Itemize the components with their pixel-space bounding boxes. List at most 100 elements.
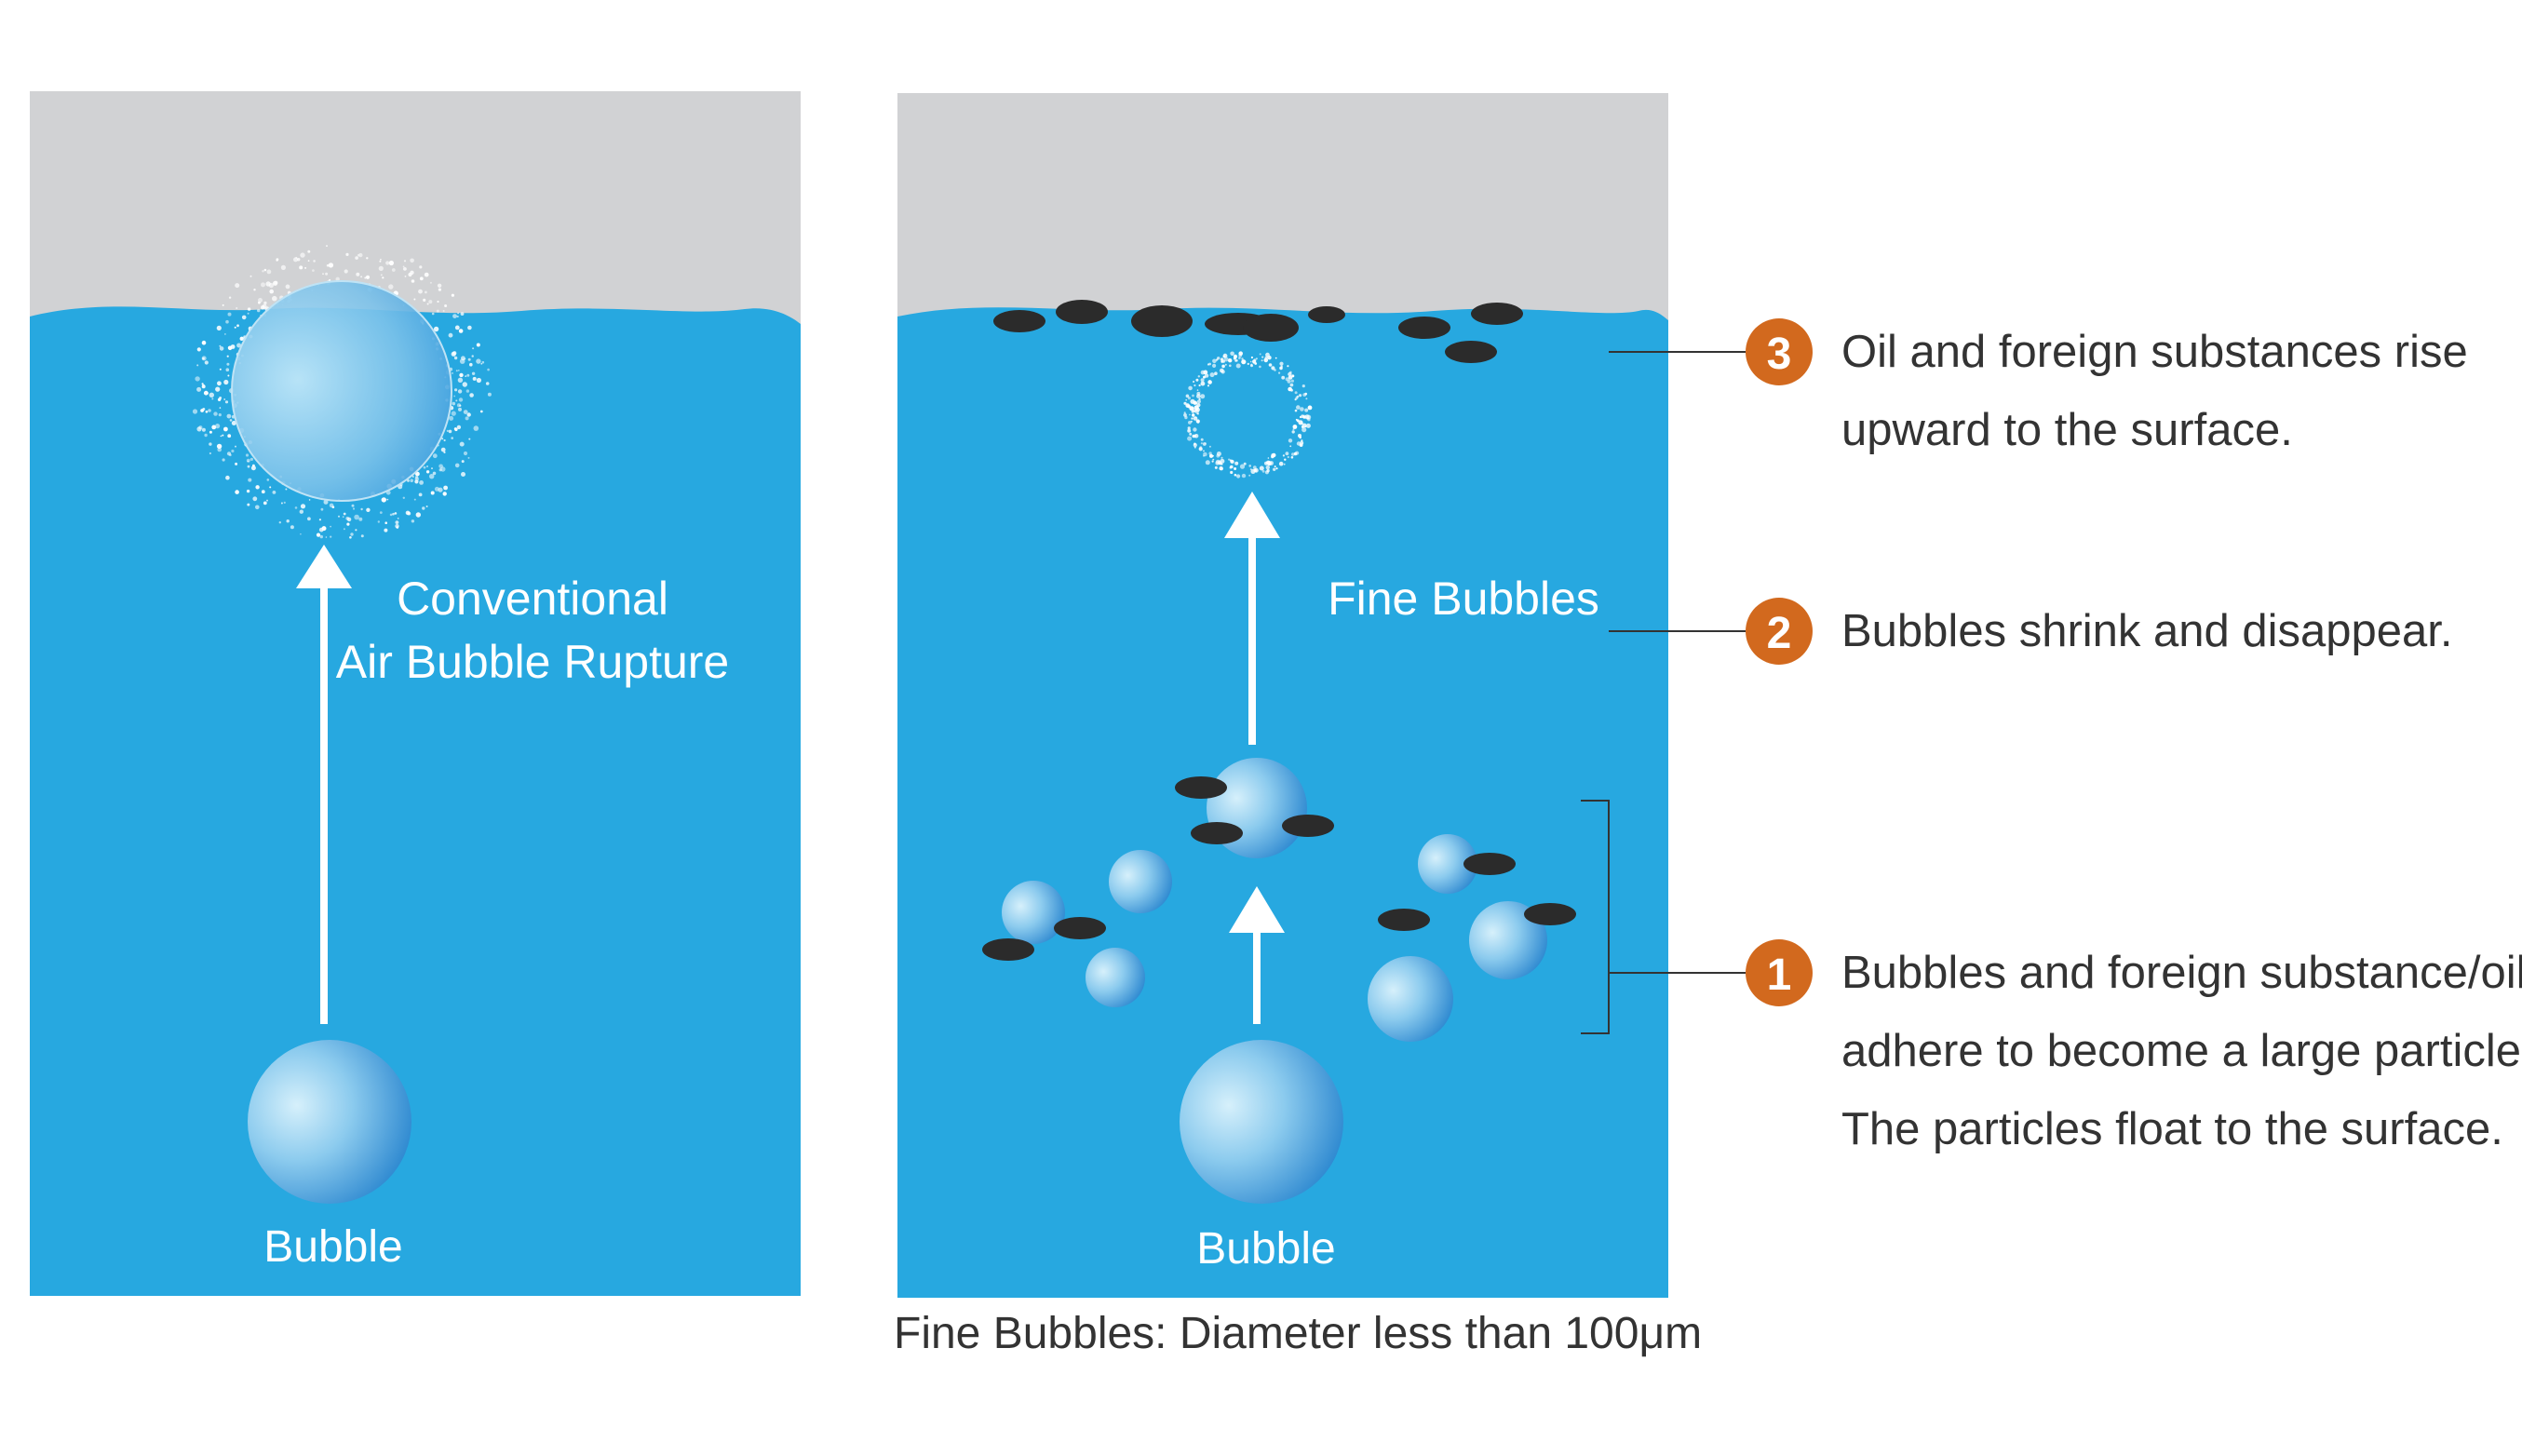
- step-2-text: Bubbles shrink and disappear.: [1841, 592, 2453, 670]
- spray-dot: [404, 276, 407, 277]
- ring-dot: [1285, 452, 1289, 456]
- ring-dot: [1250, 363, 1253, 366]
- left-up-arrow: [296, 545, 352, 1024]
- spray-dot: [360, 534, 364, 538]
- spray-dot: [202, 408, 206, 411]
- spray-dot: [250, 465, 256, 471]
- spray-dot: [402, 496, 405, 499]
- spray-dot: [216, 325, 222, 330]
- ring-dot: [1241, 473, 1247, 479]
- spray-dot: [350, 533, 354, 536]
- spray-dot: [335, 276, 340, 281]
- spray-dot: [331, 506, 335, 508]
- spray-dot: [452, 401, 456, 406]
- spray-dot: [252, 496, 258, 502]
- ring-dot: [1241, 357, 1244, 360]
- spray-dot: [453, 356, 458, 360]
- spray-dot: [434, 486, 439, 492]
- spray-dot: [299, 509, 303, 514]
- spray-dot: [471, 371, 476, 375]
- spray-dot: [239, 336, 244, 341]
- spray-dot: [382, 276, 384, 279]
- ring-dot: [1279, 361, 1284, 366]
- spray-dot: [219, 344, 222, 347]
- spray-dot: [329, 278, 331, 282]
- ring-dot: [1302, 415, 1306, 419]
- spray-dot: [202, 384, 205, 387]
- spray-dot: [366, 257, 369, 260]
- spray-dot: [235, 490, 239, 494]
- ring-dot: [1198, 447, 1203, 452]
- spray-dot: [247, 312, 250, 315]
- spray-dot: [403, 260, 407, 263]
- ring-dot: [1183, 401, 1187, 405]
- ring-dot: [1265, 352, 1270, 357]
- spray-dot: [452, 314, 457, 318]
- spray-dot: [236, 307, 238, 309]
- ring-dot: [1253, 358, 1257, 362]
- spray-dot: [228, 296, 232, 299]
- spray-dot: [442, 310, 445, 312]
- spray-dot: [226, 355, 229, 357]
- ring-dot: [1233, 357, 1235, 360]
- ring-dot: [1255, 357, 1258, 360]
- spray-dot: [258, 298, 263, 303]
- spray-dot: [222, 303, 224, 306]
- spray-dot: [395, 520, 399, 524]
- ring-dot: [1196, 399, 1201, 404]
- ring-dot: [1221, 364, 1225, 369]
- spray-dot: [394, 512, 398, 515]
- ring-dot: [1290, 456, 1294, 459]
- spray-dot: [462, 382, 467, 387]
- ring-dot: [1194, 401, 1198, 405]
- ring-dot: [1301, 427, 1307, 433]
- spray-dot: [467, 357, 471, 361]
- right-up-arrow-top: [1224, 492, 1280, 745]
- spray-dot: [423, 465, 426, 469]
- spray-dot: [261, 490, 265, 494]
- spray-dot: [198, 425, 203, 430]
- left-panel-label-2: Air Bubble Rupture: [336, 636, 729, 688]
- spray-dot: [219, 407, 222, 409]
- spray-dot: [423, 298, 426, 302]
- spray-dot: [235, 283, 240, 289]
- ring-dot: [1304, 408, 1309, 412]
- spray-dot: [247, 465, 250, 468]
- spray-dot: [299, 265, 303, 270]
- spray-dot: [384, 528, 388, 533]
- spray-dot: [456, 425, 462, 430]
- spray-dot: [211, 398, 214, 400]
- spray-dot: [480, 363, 482, 365]
- ring-dot: [1194, 446, 1196, 449]
- ring-dot: [1212, 363, 1217, 368]
- spray-dot: [415, 512, 421, 518]
- ring-dot: [1278, 461, 1284, 466]
- spray-dot: [384, 521, 388, 524]
- spray-dot: [215, 424, 221, 429]
- spray-dot: [388, 284, 394, 290]
- spray-dot: [440, 466, 446, 472]
- ring-dot: [1209, 372, 1215, 378]
- spray-dot: [261, 282, 265, 288]
- ring-dot: [1241, 359, 1247, 365]
- spray-dot: [397, 518, 399, 519]
- spray-dot: [219, 368, 222, 371]
- ring-dot: [1264, 470, 1269, 475]
- spray-dot: [250, 457, 253, 461]
- spray-dot: [451, 293, 454, 297]
- spray-dot: [250, 275, 252, 277]
- ring-dot: [1234, 359, 1237, 362]
- spray-dot: [411, 476, 414, 478]
- shrinking-bubble-ring: [1183, 351, 1313, 479]
- spray-dot: [392, 512, 395, 516]
- ring-dot: [1301, 384, 1305, 388]
- ring-dot: [1195, 378, 1199, 382]
- ring-dot: [1292, 428, 1295, 431]
- spray-dot: [458, 329, 464, 333]
- spray-dot: [388, 260, 394, 266]
- ring-dot: [1291, 452, 1295, 456]
- ring-dot: [1192, 413, 1195, 417]
- ring-dot: [1200, 438, 1204, 441]
- spray-dot: [389, 513, 393, 517]
- spray-dot: [204, 360, 209, 365]
